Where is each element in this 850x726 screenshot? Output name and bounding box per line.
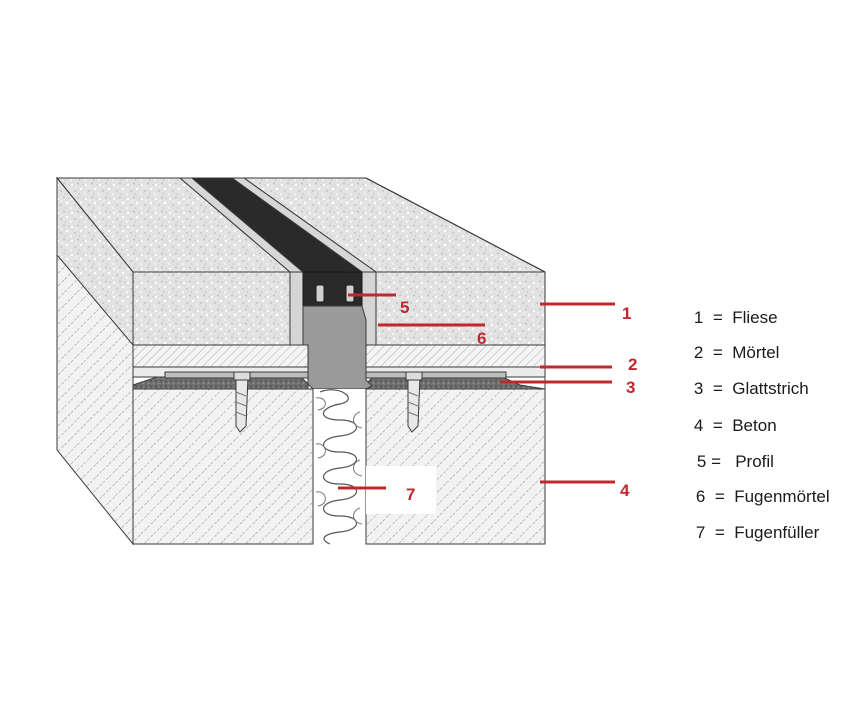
tile-top-surface [55,177,546,273]
legend-item-profil: 5 = Profil [678,432,774,492]
label-7-plate [366,466,436,514]
profile-flange-left [289,271,304,346]
callout-6: 6 [477,329,486,348]
callout-5: 5 [400,298,409,317]
legend-num: 7 [695,523,706,542]
legend-label: Glattstrich [732,379,809,398]
profile-body [302,305,373,390]
legend-num: 4 [693,416,704,435]
legend-item-glattstrich: 3 = Glattstrich [675,359,809,419]
block-outline [133,177,546,545]
legend-label: Beton [732,416,777,435]
legend-item-beton: 4 = Beton [675,396,777,456]
legend-label: Fugenmörtel [734,487,830,506]
front-tile-left [132,271,291,346]
legend-item-fliese: 1 = Fliese [675,288,778,348]
legend-sep: = [711,452,722,471]
anchor-plate-right [365,371,507,379]
legend-sep: = [712,379,723,398]
callout-4: 4 [620,481,630,500]
legend-item-fugenmoertel: 6 = Fugenmörtel [677,467,830,527]
callout-2: 2 [628,355,637,374]
callout-leaders [338,293,615,490]
mortar-layer-right [365,344,546,368]
joint-profile [164,271,507,433]
legend-item-moertel: 2 = Mörtel [675,323,780,383]
legend-num: 1 [693,308,704,327]
callout-1: 1 [622,304,631,323]
dowel-right [405,371,423,433]
legend-num: 6 [695,487,706,506]
legend-sep: = [712,308,723,327]
callout-7: 7 [406,485,415,504]
legend-item-fugenfueller: 7 = Fugenfüller [677,503,819,563]
mortar-layer-left [132,344,309,368]
callout-3: 3 [626,378,635,397]
profile-slot-left [315,284,325,303]
joint-filler [312,389,367,545]
legend-sep: = [714,523,725,542]
legend-label: Profil [735,452,774,471]
legend-label: Fliese [732,308,778,327]
concrete-left [132,388,314,545]
dowel-left [233,371,251,433]
legend-num: 3 [693,379,704,398]
legend-sep: = [712,343,723,362]
legend-num: 2 [693,343,704,362]
legend-num: 5 [696,452,707,471]
legend-sep: = [714,487,725,506]
legend-label: Fugenfüller [734,523,820,542]
legend-label: Mörtel [732,343,780,362]
legend-sep: = [712,416,723,435]
